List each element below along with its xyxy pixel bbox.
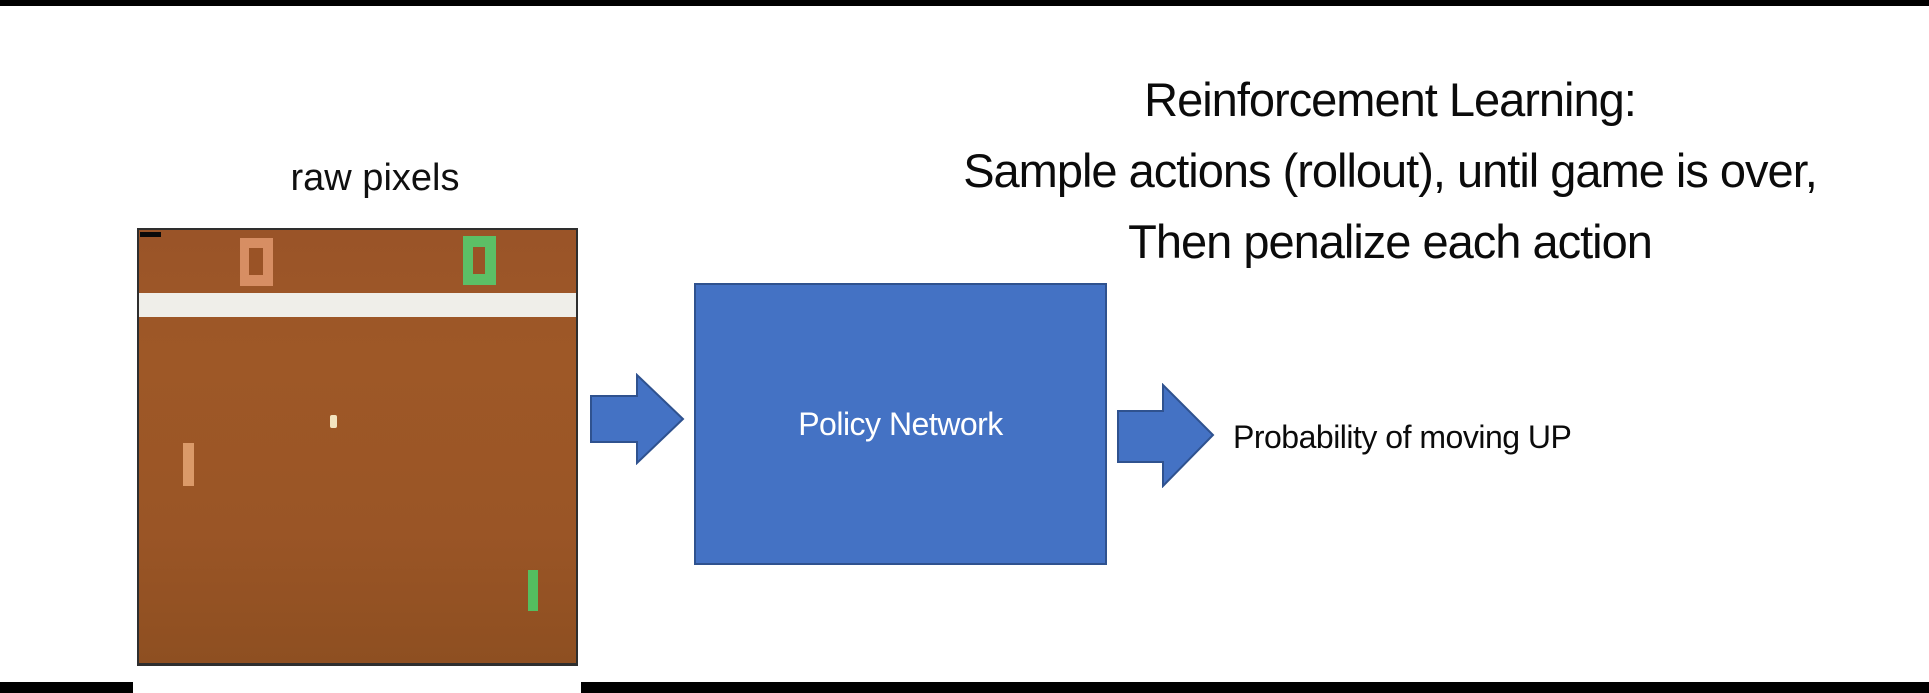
title-line-1: Reinforcement Learning: bbox=[1144, 73, 1637, 126]
game-ball bbox=[330, 415, 337, 428]
pong-game-screenshot bbox=[137, 228, 578, 666]
left-score-zero bbox=[240, 238, 273, 286]
output-probability-label: Probability of moving UP bbox=[1233, 419, 1572, 455]
right-score-zero bbox=[463, 236, 496, 285]
right-score-zero-hole bbox=[473, 247, 485, 274]
title-line-2: Sample actions (rollout), until game is … bbox=[963, 144, 1818, 197]
input-arrow-icon bbox=[590, 373, 685, 465]
output-arrow-icon bbox=[1117, 383, 1215, 488]
slide-title: Reinforcement Learning: Sample actions (… bbox=[820, 64, 1929, 277]
left-paddle bbox=[183, 443, 194, 486]
raw-pixels-caption: raw pixels bbox=[290, 157, 460, 199]
top-black-bar bbox=[0, 0, 1929, 6]
game-top-wall bbox=[139, 293, 576, 317]
game-top-left-mark bbox=[140, 232, 161, 237]
policy-network-label: Policy Network bbox=[798, 405, 1003, 442]
policy-network-box: Policy Network bbox=[694, 283, 1107, 565]
bottom-bar-white-gap bbox=[133, 682, 581, 693]
right-paddle bbox=[528, 570, 538, 611]
left-score-zero-hole bbox=[249, 248, 263, 275]
title-line-3: Then penalize each action bbox=[1128, 215, 1653, 268]
bottom-black-bar bbox=[0, 682, 1929, 693]
